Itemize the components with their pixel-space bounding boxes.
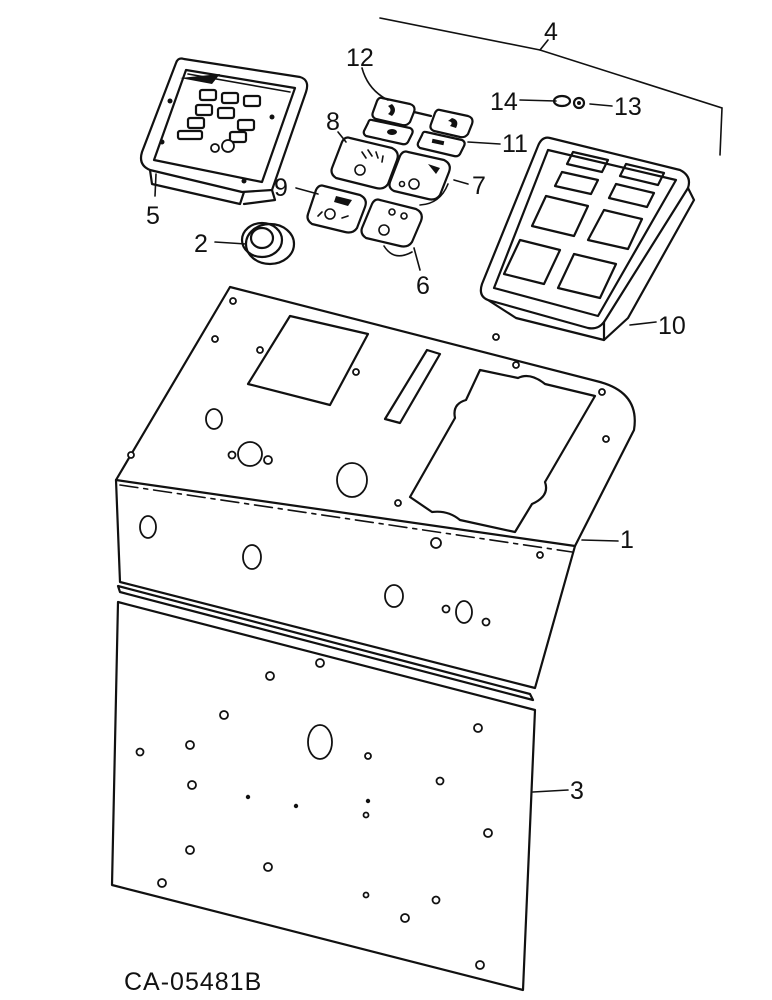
callout-13: 13 (614, 93, 642, 121)
callout-labels: 1 2 3 4 5 6 7 8 9 10 11 12 13 14 (146, 18, 686, 805)
indicator-lamps-part-12 (371, 96, 474, 139)
callout-10: 10 (658, 312, 686, 340)
drawing-code: CA-05481B (124, 968, 262, 996)
leader-lines (154, 17, 723, 793)
callout-9: 9 (274, 174, 288, 202)
callout-14: 14 (490, 88, 518, 116)
socket-part-13 (572, 96, 586, 110)
callout-7: 7 (472, 172, 486, 200)
callout-11: 11 (502, 130, 528, 158)
indicator-lamps-part-11 (362, 118, 466, 158)
callout-6: 6 (416, 272, 430, 300)
instrument-cluster-part-5 (139, 57, 309, 206)
callout-1: 1 (620, 526, 634, 554)
callout-2: 2 (194, 230, 208, 258)
callout-4: 4 (544, 18, 558, 46)
callout-5: 5 (146, 202, 160, 230)
grommet-part-2 (240, 221, 296, 266)
back-plate-part-3 (110, 600, 537, 992)
dash-panel-part-1 (114, 285, 636, 702)
callout-12: 12 (346, 44, 374, 72)
callout-3: 3 (570, 777, 584, 805)
switch-bezel-part-10 (479, 136, 696, 342)
callout-8: 8 (326, 108, 340, 136)
gauge-part-9 (306, 184, 367, 234)
gauge-part-6 (360, 198, 423, 257)
gauge-part-8 (330, 136, 399, 190)
gauge-part-7 (388, 150, 451, 206)
